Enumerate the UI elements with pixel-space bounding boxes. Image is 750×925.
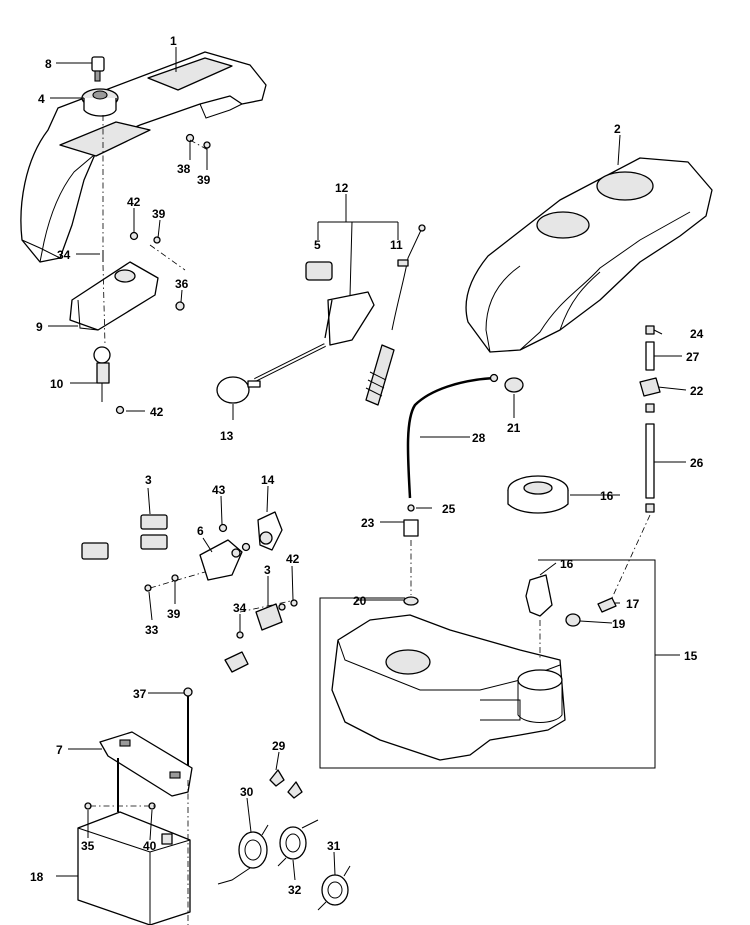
callout-17: 17: [626, 597, 640, 611]
callout-40: 40: [143, 839, 157, 853]
callout-16: 16: [600, 489, 614, 503]
callout-12: 12: [335, 181, 349, 195]
battery-hold-down: [99, 687, 193, 812]
callout-39: 39: [167, 607, 181, 621]
lever-assembly: [254, 261, 375, 382]
callout-28: 28: [472, 431, 486, 445]
callout-10: 10: [50, 377, 64, 391]
fuel-valve-22: [639, 325, 661, 513]
callout-30: 30: [240, 785, 254, 799]
callout-21: 21: [507, 421, 521, 435]
callout-34: 34: [233, 601, 247, 615]
switch-loose: [81, 542, 109, 560]
screw-38: [185, 133, 211, 149]
callout-26: 26: [690, 456, 704, 470]
callout-11: 11: [390, 238, 403, 252]
callout-19: 19: [612, 617, 626, 631]
fender-cover: [465, 157, 713, 353]
callout-33: 33: [145, 623, 159, 637]
callout-20: 20: [353, 594, 367, 608]
callout-23: 23: [361, 516, 375, 530]
callout-35: 35: [81, 839, 95, 853]
callout-43: 43: [212, 483, 226, 497]
fuel-cap-16: [507, 475, 569, 514]
callout-29: 29: [272, 739, 286, 753]
control-knob-10: [93, 346, 111, 402]
callout-42: 42: [127, 195, 141, 209]
fuel-line-28: [406, 373, 499, 499]
bracket-9: [69, 261, 159, 331]
lever-knob-13: [216, 376, 261, 404]
callout-39: 39: [152, 207, 166, 221]
cable-coil-31: [317, 865, 351, 911]
cable-11: [365, 224, 426, 406]
callout-42: 42: [150, 405, 164, 419]
fuel-gauge-16: [525, 574, 553, 617]
callout-22: 22: [690, 384, 704, 398]
switch-3-lower: [224, 599, 298, 673]
callout-24: 24: [690, 327, 704, 341]
callout-4: 4: [38, 92, 45, 106]
callout-36: 36: [175, 277, 189, 291]
callout-15: 15: [684, 649, 698, 663]
callout-2: 2: [614, 122, 621, 136]
cable-clips-29: [269, 769, 303, 799]
callout-37: 37: [133, 687, 147, 701]
callout-1: 1: [170, 34, 177, 48]
callout-9: 9: [36, 320, 43, 334]
plug-19: [565, 613, 581, 627]
callout-16: 16: [560, 557, 574, 571]
callout-7: 7: [56, 743, 63, 757]
callout-6: 6: [197, 524, 204, 538]
fuel-filter-23: [403, 504, 419, 537]
assembly-frame-15: [319, 559, 680, 769]
switch-14: [257, 511, 283, 551]
ignition-key: [91, 56, 105, 82]
callout-27: 27: [686, 350, 700, 364]
callout-25: 25: [442, 502, 456, 516]
callout-32: 32: [288, 883, 302, 897]
grommet-21: [504, 377, 524, 393]
fuel-tank-15: [331, 614, 566, 761]
cable-coil-30: [217, 824, 269, 885]
callout-39: 39: [197, 173, 211, 187]
hardware-top-left: [102, 231, 185, 415]
callout-3: 3: [264, 563, 271, 577]
callout-13: 13: [220, 429, 234, 443]
callout-14: 14: [261, 473, 275, 487]
switch-3-upper: [140, 514, 168, 550]
cable-coil-32: [277, 819, 319, 867]
callout-34: 34: [57, 248, 71, 262]
callout-3: 3: [145, 473, 152, 487]
switch-6: [199, 523, 251, 581]
callout-labels: 1 2 3 3 4 5 6 7 8 9 10 11 12 13 14 15 16…: [30, 34, 704, 897]
callout-5: 5: [314, 238, 321, 252]
screw-33: [144, 574, 179, 592]
callout-38: 38: [177, 162, 191, 176]
callout-18: 18: [30, 870, 44, 884]
console-panel: [20, 51, 267, 263]
fitting-17: [597, 597, 617, 613]
ignition-switch: [81, 88, 119, 117]
callout-42: 42: [286, 552, 300, 566]
battery-18: [77, 802, 191, 925]
leader-lines: [48, 47, 687, 881]
callout-8: 8: [45, 57, 52, 71]
washer-20: [403, 596, 419, 606]
callout-31: 31: [327, 839, 341, 853]
